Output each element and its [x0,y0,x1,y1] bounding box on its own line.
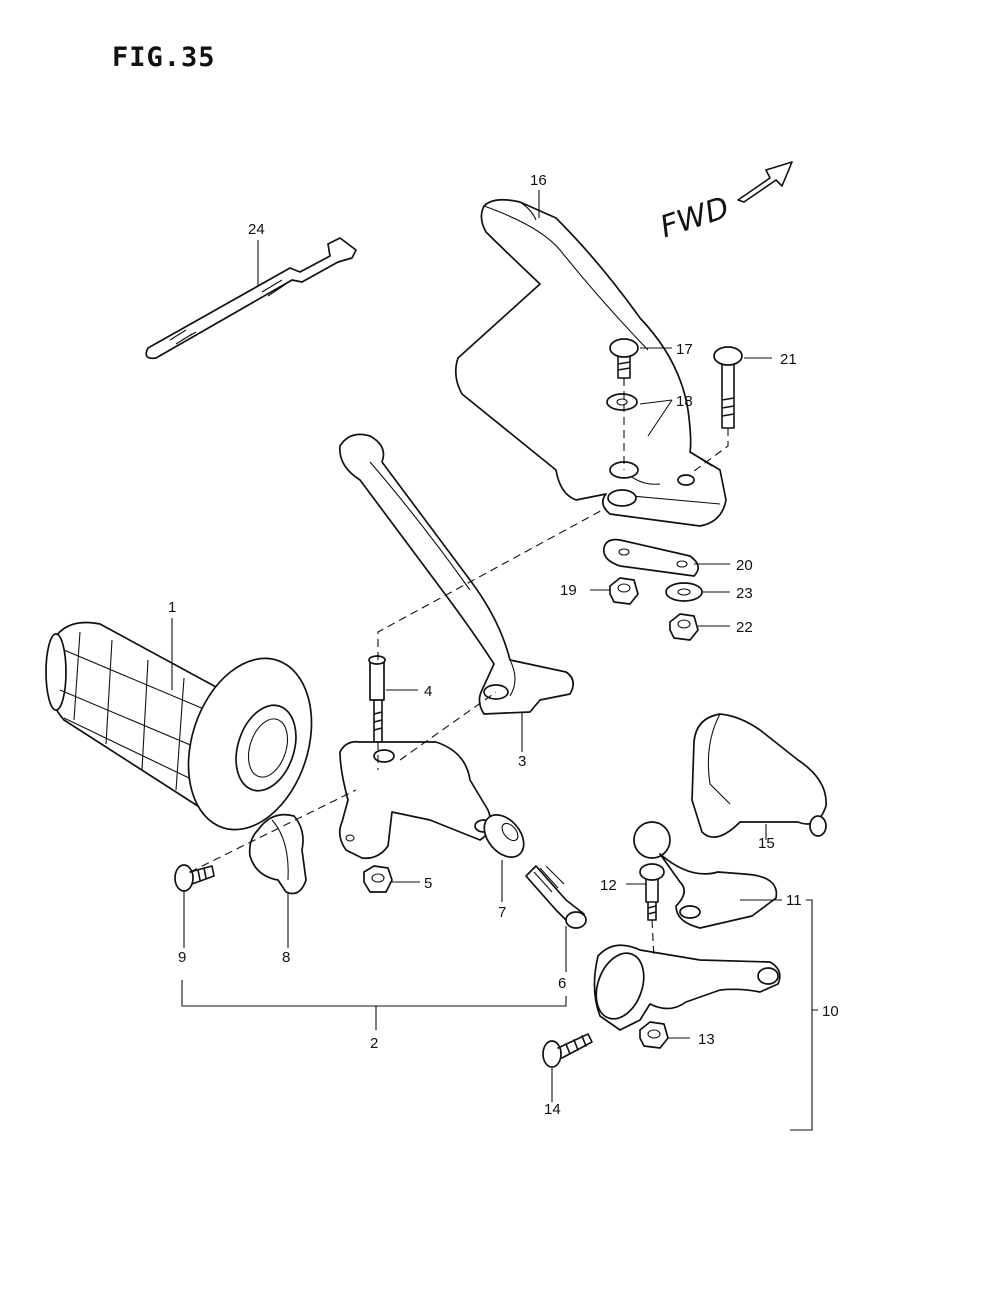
callout-6: 6 [558,975,566,992]
callout-1: 1 [168,599,176,616]
figure-title: FIG.35 [112,42,216,73]
cable-tie-part-24 [145,237,357,360]
callout-12: 12 [600,877,617,894]
callout-20: 20 [736,557,753,574]
plate-part-20 [602,538,699,577]
bolt-part-21 [713,346,743,429]
grip-part-1 [45,621,313,831]
bolt-part-12 [639,863,665,921]
callout-10: 10 [822,1003,839,1020]
nut-part-13 [639,1021,669,1049]
callout-16: 16 [530,172,547,189]
callout-3: 3 [518,753,526,770]
nut-part-5 [363,865,393,893]
lever-cover-part-15 [691,713,827,838]
clamp-part-8 [248,813,307,895]
callout-19: 19 [560,582,577,599]
callout-14: 14 [544,1101,561,1118]
callout-24: 24 [248,221,265,238]
pivot-bolt-part-4 [368,655,386,743]
adjuster-ring-part-7 [483,814,525,858]
callout-4: 4 [424,683,432,700]
assembly-lines [189,378,729,959]
callout-8: 8 [282,949,290,966]
screw-part-9 [174,864,215,892]
callout-2: 2 [370,1035,378,1052]
callout-13: 13 [698,1031,715,1048]
callout-15: 15 [758,835,775,852]
callout-22: 22 [736,619,753,636]
nut-part-22 [669,613,699,641]
collar-part-18 [606,393,638,411]
lever-perch-part-10 [593,944,781,1031]
washer-part-23 [665,582,703,602]
lever-part-3 [339,433,575,715]
cable-adjuster-part-6 [525,865,587,929]
leader-lines [171,190,818,1131]
lever-holder-part-2 [338,740,494,860]
lever-part-11 [633,821,778,929]
handguard-part-16 [454,198,727,527]
callout-23: 23 [736,585,753,602]
forward-arrow-icon [737,161,793,203]
callout-labels: 16 24 17 21 18 20 19 23 1 22 4 3 15 5 12… [168,172,839,1118]
screw-part-14 [542,1033,593,1068]
screw-part-17 [609,338,639,379]
callout-11: 11 [786,892,802,909]
callout-5: 5 [424,875,432,892]
nut-part-19 [609,577,639,605]
callout-17: 17 [676,341,693,358]
callout-18: 18 [676,393,693,410]
callout-21: 21 [780,351,797,368]
callout-7: 7 [498,904,506,921]
callout-9: 9 [178,949,186,966]
